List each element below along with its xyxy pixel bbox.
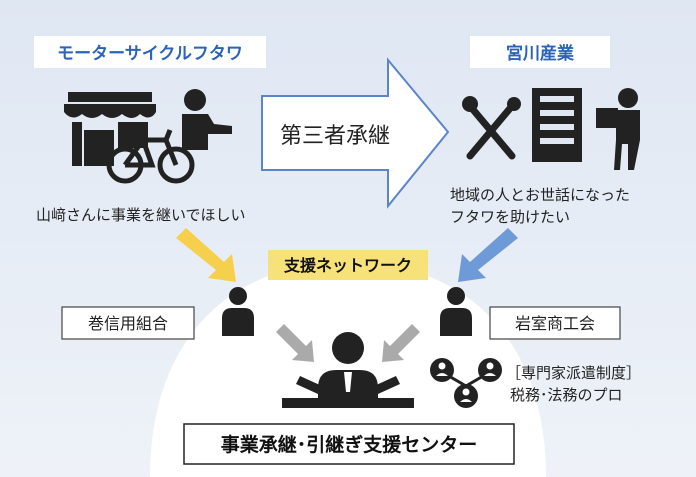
delivery-person-icon: [596, 88, 640, 170]
right-party-name: 宮川産業: [506, 43, 574, 64]
blue-arrow: [458, 228, 518, 282]
person-owner-icon: [182, 89, 232, 150]
gray-arrow-left: [276, 324, 314, 362]
left-party-name: モーターサイクルフタワ: [57, 44, 243, 64]
person-right-org-icon: [440, 287, 472, 336]
building-icon: [532, 88, 582, 162]
expert-line2: 税務･法務のプロ: [510, 386, 623, 404]
center-name: 事業承継･引継ぎ支援センター: [221, 433, 478, 456]
tools-icon: [466, 102, 516, 160]
right-party-box: [470, 36, 610, 68]
center-box: [183, 423, 515, 465]
succession-arrow: [261, 57, 450, 209]
left-org-name: 巻信用組合: [88, 314, 168, 333]
right-party-wish-line1: 地域の人とお世話になった: [450, 186, 630, 204]
arrow-label: 第三者承継: [280, 124, 390, 149]
right-party-wish-line2: フタワを助けたい: [450, 208, 570, 226]
right-org-name: 岩室商工会: [515, 314, 595, 333]
expert-network-icon: [430, 358, 502, 408]
left-org-box: [61, 306, 195, 340]
expert-line1: ［専門家派遣制度］: [506, 364, 641, 382]
yellow-arrow: [176, 228, 236, 282]
person-left-org-icon: [222, 287, 254, 336]
bicycle-icon: [106, 129, 195, 184]
left-party-box: [34, 36, 266, 68]
network-label-box: [268, 250, 428, 280]
right-org-box: [489, 306, 621, 340]
consultant-tie: [344, 372, 352, 392]
left-party-wish: 山﨑さんに事業を継いでほしい: [36, 206, 246, 224]
gray-arrow-right: [382, 324, 420, 362]
network-label: 支援ネットワーク: [283, 256, 412, 275]
